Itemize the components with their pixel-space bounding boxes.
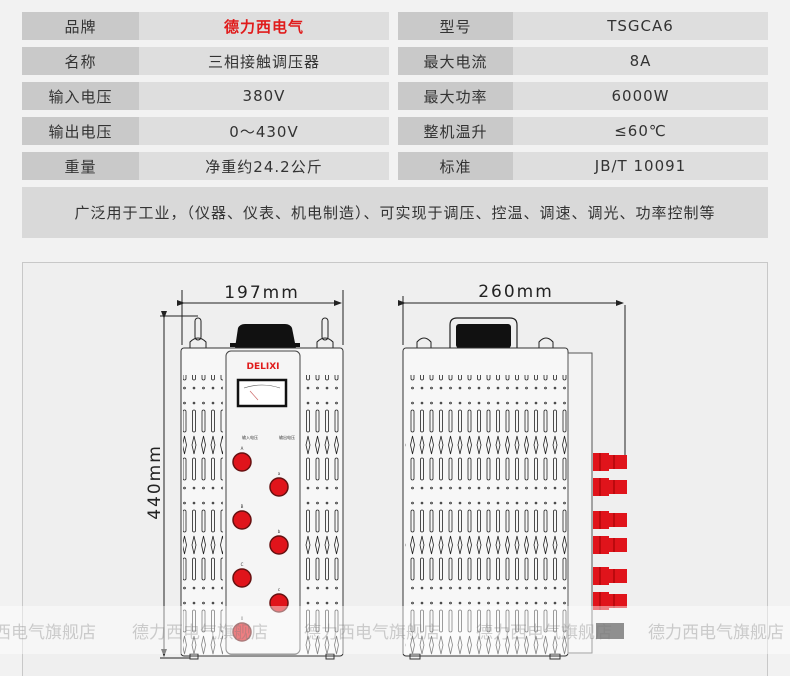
description: 广泛用于工业，（仪器、仪表、机电制造）、可实现于调压、控温、调速、调光、功率控制…	[22, 187, 768, 238]
terminal-label: a	[278, 471, 281, 476]
side-terminal	[593, 478, 627, 496]
spec-label: 型号	[398, 12, 513, 40]
watermark-text: 德力西电气旗舰店	[476, 622, 612, 643]
watermark-text: 德力西电气旗舰店	[304, 622, 440, 643]
output-label: 输出电压	[279, 434, 295, 440]
front-view: DELIXI 输入电压 输出电压 A B C 0 a b c	[180, 317, 344, 660]
spec-label: 输入电压	[22, 82, 139, 110]
side-terminal	[593, 567, 627, 585]
watermark-text: 德力西电气旗舰店	[648, 622, 784, 643]
terminal	[269, 477, 289, 497]
spec-label: 标准	[398, 152, 513, 180]
terminal-label: A	[241, 446, 244, 451]
spec-value: ≤60℃	[513, 117, 768, 145]
knob	[235, 324, 296, 348]
terminal	[232, 452, 252, 472]
spec-label: 输出电压	[22, 117, 139, 145]
side-view	[402, 317, 627, 660]
input-label: 输入电压	[242, 434, 258, 440]
handle	[449, 317, 518, 348]
logo: DELIXI	[247, 362, 280, 372]
terminal-label: b	[278, 529, 281, 534]
spec-value: 德力西电气	[139, 12, 389, 40]
spec-label: 最大功率	[398, 82, 513, 110]
spec-value: 净重约24.2公斤	[139, 152, 389, 180]
height-label: 440mm	[145, 444, 165, 520]
side-terminal	[593, 511, 627, 529]
side-terminal	[593, 536, 627, 554]
spec-label: 名称	[22, 47, 139, 75]
side-terminal	[593, 453, 627, 471]
width-label: 197mm	[224, 283, 300, 303]
spec-value: 6000W	[513, 82, 768, 110]
spec-label: 最大电流	[398, 47, 513, 75]
terminal-label: c	[278, 587, 280, 592]
spec-label: 重量	[22, 152, 139, 180]
spec-value: TSGCA6	[513, 12, 768, 40]
terminal	[269, 593, 289, 613]
spec-value: 8A	[513, 47, 768, 75]
terminal	[232, 622, 252, 642]
spec-label: 整机温升	[398, 117, 513, 145]
spec-value: 0～430V	[139, 117, 389, 145]
side-terminal	[593, 592, 627, 610]
watermark-text: 德力西电气旗舰店	[132, 622, 268, 643]
watermark-text: 德力西电气旗舰店	[0, 622, 96, 643]
depth-label: 260mm	[478, 282, 554, 302]
product-drawing	[22, 262, 768, 676]
spec-label: 品牌	[22, 12, 139, 40]
watermark: 德力西电气旗舰店 德力西电气旗舰店 德力西电气旗舰店 德力西电气旗舰店 德力西电气旗舰店…	[0, 606, 790, 654]
spec-value: 三相接触调压器	[139, 47, 389, 75]
terminal	[269, 535, 289, 555]
terminal	[232, 510, 252, 530]
meter	[236, 378, 288, 408]
terminal-label: B	[241, 504, 244, 509]
spec-value: 380V	[139, 82, 389, 110]
terminal	[232, 568, 252, 588]
terminal-label: C	[241, 562, 244, 567]
spec-value: JB/T 10091	[513, 152, 768, 180]
terminal-label: 0	[241, 616, 244, 621]
